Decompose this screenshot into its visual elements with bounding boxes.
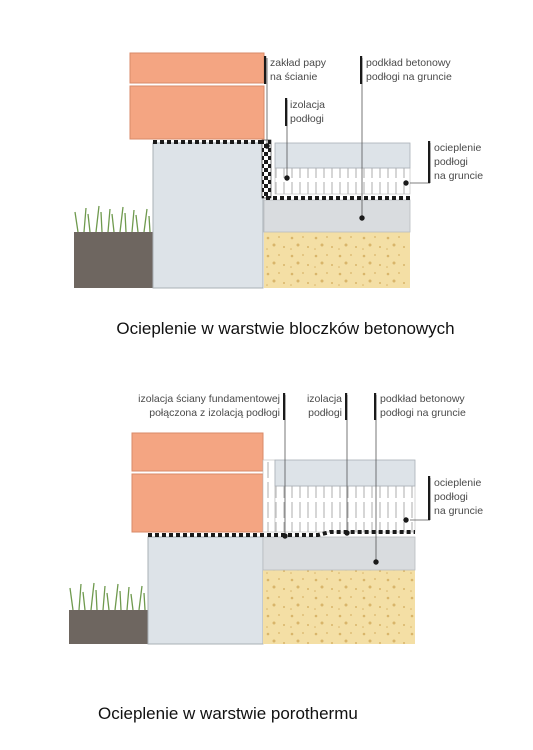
sand-layer-bottom — [263, 570, 415, 644]
label-ocieplenie-podlogi-b: podłogi — [434, 491, 468, 503]
label-izolacja-sciany-fundamentowej: izolacja ściany fundamentowej — [138, 393, 280, 405]
brick-upper-bottom — [131, 432, 264, 472]
leader-bars-top — [264, 56, 431, 183]
waterproofing-top — [153, 139, 410, 200]
leader-dots-top — [264, 143, 409, 221]
label-izolacja: izolacja — [290, 99, 325, 111]
label-ocieplenie-podlogi: podłogi — [434, 156, 468, 168]
floor-slab-top — [274, 142, 411, 169]
foundation-wall-top — [152, 142, 264, 289]
floor-insulation-top — [274, 167, 411, 195]
label-zaklad-papy: zakład papy — [270, 57, 327, 69]
screed-layer-top — [263, 199, 411, 233]
sand-layer-top — [264, 232, 410, 288]
label-podklad-betonowy: podkład betonowy — [366, 57, 451, 69]
leader-dots-bottom — [282, 517, 409, 565]
grass-top — [74, 205, 151, 233]
brick-upper-top — [129, 52, 265, 84]
floor-insulation-bottom — [274, 485, 416, 533]
brick-lower-bottom — [131, 473, 264, 533]
label-polaczona-z-izolacja: połączona z izolacją podłogi — [149, 407, 280, 419]
label-ocieplenie-na-gruncie: na gruncie — [434, 170, 483, 182]
soil-top — [74, 232, 154, 288]
label-podlogi-na-gruncie-b: podłogi na gruncie — [380, 407, 466, 419]
label-podklad-betonowy-b: podkład betonowy — [380, 393, 465, 405]
brick-lower-top — [129, 85, 265, 140]
label-izolacja-b: izolacja — [307, 393, 342, 405]
label-ocieplenie-b: ocieplenie — [434, 477, 481, 489]
label-ocieplenie-na-gruncie-b: na gruncie — [434, 505, 483, 517]
waterproofing-bottom — [148, 530, 415, 537]
label-izolacja-podlogi-b: podłogi — [308, 407, 342, 419]
label-ocieplenie: ocieplenie — [434, 142, 481, 154]
foundation-wall-bottom — [147, 536, 264, 645]
caption-bottom: Ocieplenie w warstwie porothermu — [98, 704, 358, 723]
label-izolacja-podlogi: podłogi — [290, 113, 324, 125]
screed-layer-bottom — [262, 536, 416, 571]
floor-slab-bottom — [274, 459, 416, 487]
caption-top: Ocieplenie w warstwie bloczków betonowyc… — [116, 319, 455, 338]
label-na-scianie: na ścianie — [270, 71, 317, 83]
diagram-porotherm: izolacja ściany fundamentowej połączona … — [69, 393, 483, 645]
soil-bottom — [69, 610, 149, 644]
label-podlogi-na-gruncie: podłogi na gruncie — [366, 71, 452, 83]
grass-bottom — [69, 582, 146, 611]
diagram-concrete-blocks: zakład papy na ścianie podkład betonowy … — [74, 52, 483, 289]
edge-insulation-bottom — [262, 459, 276, 533]
leader-bars-bottom — [283, 393, 431, 520]
